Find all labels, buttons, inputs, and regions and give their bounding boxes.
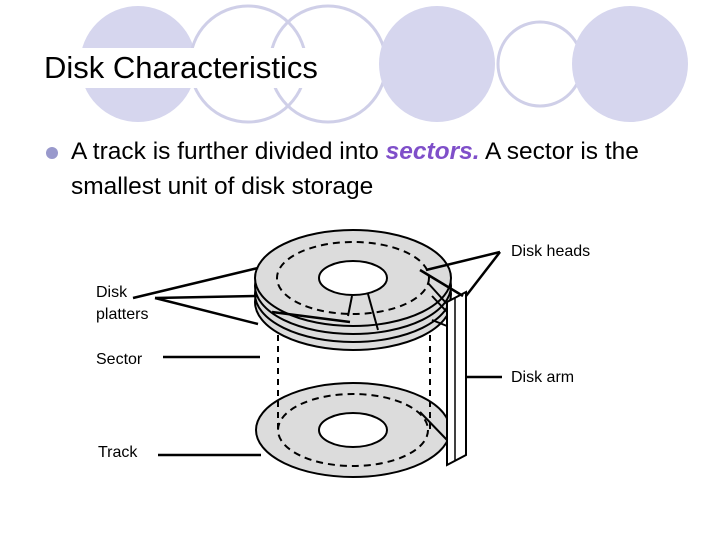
disk-arm-label: Disk arm [511,369,575,386]
decorative-circles [80,4,688,124]
platters-callout [154,296,259,326]
slide-title: Disk Characteristics [44,48,322,88]
bottom-spindle-hole [318,412,388,448]
head-arm [419,411,448,441]
callout-lines [132,250,502,457]
head-arm [431,295,448,313]
disk-arm [419,268,467,467]
platters-callout [132,266,259,300]
bullet-text-before: A track is further divided into [71,138,386,165]
top-platters [254,229,452,351]
bullet-item: A track is further divided into sectors.… [44,134,704,204]
disk-heads-callout [425,250,501,272]
sector-boundary [347,295,353,317]
sector-label: Sector [96,351,143,368]
sector-boundary [367,293,379,331]
bullet-text: A track is further divided into sectors.… [71,134,704,204]
track-label: Track [98,444,138,461]
bullet-emphasis: sectors. [385,138,480,165]
disk-heads-callout [465,251,501,297]
sector-callout [271,310,351,324]
platters-callout [154,294,259,300]
head-arm [431,319,448,327]
bullet-text-after: A sector is the smallest unit of disk st… [71,138,639,200]
disk-platters-label-line1: Disk [96,284,128,301]
bottom-platter [255,382,451,478]
head-arm [427,282,448,305]
top-spindle-hole [318,260,388,296]
bullet-dot-icon [46,147,58,159]
head-arm [419,268,464,298]
disk-platters-label-line2: platters [96,306,149,323]
top-track [276,241,430,315]
decor-circle [572,6,688,122]
disk-heads-label: Disk heads [511,243,591,260]
decor-circle [379,6,495,122]
